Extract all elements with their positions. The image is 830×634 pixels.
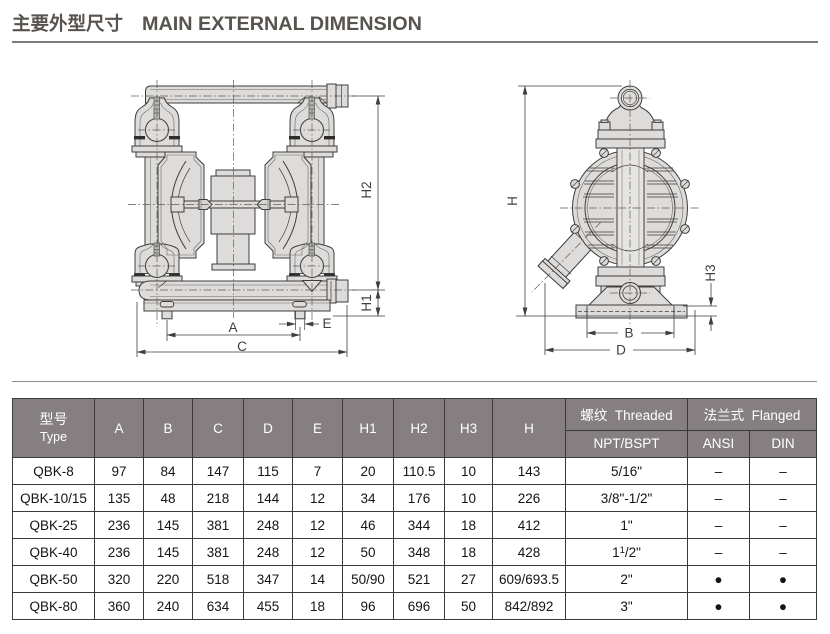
- svg-text:H: H: [505, 196, 520, 206]
- svg-text:D: D: [616, 343, 626, 358]
- svg-text:H3: H3: [703, 264, 718, 281]
- svg-text:H1: H1: [359, 294, 374, 311]
- svg-text:A: A: [228, 320, 237, 335]
- svg-text:B: B: [624, 326, 633, 341]
- svg-text:C: C: [237, 339, 247, 354]
- svg-text:H2: H2: [359, 181, 374, 198]
- svg-text:E: E: [322, 316, 331, 331]
